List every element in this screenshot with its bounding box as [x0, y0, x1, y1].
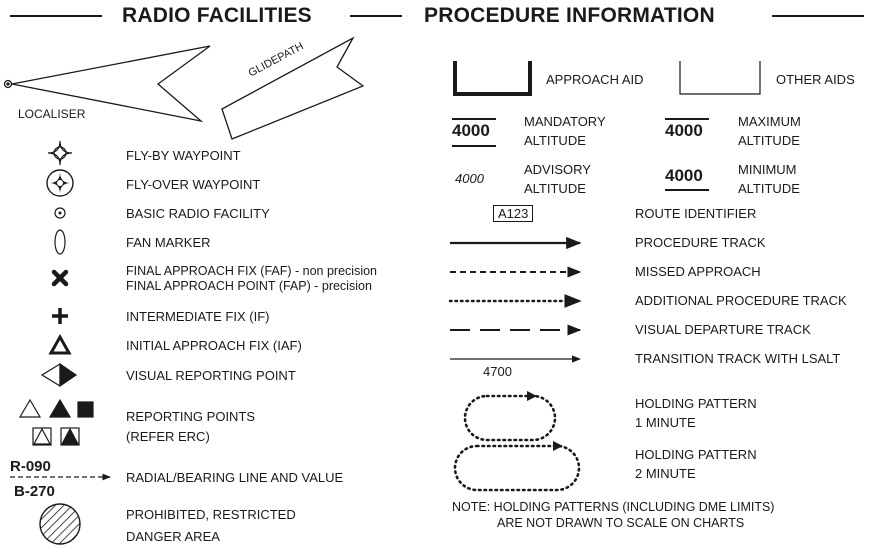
basic-radio-facility-icon — [54, 207, 66, 219]
prohibited-area-icon — [39, 503, 81, 545]
fan-marker-icon — [54, 229, 66, 255]
fan-marker-label: FAN MARKER — [126, 235, 211, 250]
header-radio-facilities: RADIO FACILITIES — [122, 4, 312, 27]
minimum-label-1: MINIMUM — [738, 162, 797, 177]
holding-1min-label: HOLDING PATTERN — [635, 396, 757, 411]
mandatory-bottom-line — [452, 145, 496, 147]
approach-aid-icon — [453, 61, 532, 96]
minimum-label-2: ALTITUDE — [738, 181, 800, 196]
faf-label: FINAL APPROACH FIX (FAF) - non precision — [126, 264, 377, 278]
transition-track-value: 4700 — [483, 364, 512, 379]
holding-pattern-1min-icon — [463, 391, 557, 442]
note-line-1: NOTE: HOLDING PATTERNS (INCLUDING DME LI… — [452, 500, 775, 514]
reporting-points-icon — [18, 398, 94, 446]
fap-label: FINAL APPROACH POINT (FAP) - precision — [126, 279, 372, 293]
route-identifier-box: A123 — [493, 205, 534, 222]
radial-bearing-label: RADIAL/BEARING LINE AND VALUE — [126, 470, 344, 485]
maximum-label-1: MAXIMUM — [738, 114, 801, 129]
visual-departure-label: VISUAL DEPARTURE TRACK — [635, 322, 811, 337]
other-aids-icon — [679, 61, 761, 95]
reporting-points-sublabel: (REFER ERC) — [126, 429, 210, 444]
mandatory-altitude-value: 4000 — [452, 121, 490, 140]
header-procedure-information: PROCEDURE INFORMATION — [424, 4, 715, 27]
glidepath-icon — [221, 36, 365, 140]
approach-aid-label: APPROACH AID — [546, 72, 644, 87]
visual-reporting-point-label: VISUAL REPORTING POINT — [126, 368, 296, 383]
missed-approach-label: MISSED APPROACH — [635, 264, 761, 279]
other-aids-label: OTHER AIDS — [776, 72, 855, 87]
note-line-2: ARE NOT DRAWN TO SCALE ON CHARTS — [497, 516, 745, 530]
fly-by-waypoint-label: FLY-BY WAYPOINT — [126, 148, 241, 163]
localiser-icon — [3, 45, 211, 123]
advisory-altitude-value: 4000 — [455, 171, 484, 186]
procedure-track-label: PROCEDURE TRACK — [635, 235, 766, 250]
radial-value: R-090 — [10, 458, 51, 475]
basic-radio-facility-label: BASIC RADIO FACILITY — [126, 206, 270, 221]
fly-by-waypoint-icon — [47, 140, 73, 166]
header-rule-middle — [350, 15, 402, 17]
reporting-points-label: REPORTING POINTS — [126, 409, 256, 424]
minimum-altitude-value: 4000 — [665, 166, 703, 185]
initial-approach-fix-icon — [48, 333, 72, 355]
mandatory-top-line — [452, 118, 496, 120]
localiser-label: LOCALISER — [18, 107, 86, 121]
prohibited-label: PROHIBITED, RESTRICTED — [126, 507, 296, 522]
initial-approach-fix-label: INITIAL APPROACH FIX (IAF) — [126, 338, 302, 353]
maximum-label-2: ALTITUDE — [738, 133, 800, 148]
additional-track-label: ADDITIONAL PROCEDURE TRACK — [635, 293, 847, 308]
maximum-altitude-value: 4000 — [665, 121, 703, 140]
mandatory-label-2: ALTITUDE — [524, 133, 586, 148]
intermediate-fix-label: INTERMEDIATE FIX (IF) — [126, 309, 270, 324]
holding-2min-label: HOLDING PATTERN — [635, 447, 757, 462]
header-rule-left — [10, 15, 102, 17]
intermediate-fix-icon — [52, 308, 68, 324]
header-rule-right — [772, 15, 864, 17]
fly-over-waypoint-icon — [46, 169, 74, 197]
holding-pattern-2min-icon — [453, 441, 581, 492]
advisory-label-2: ALTITUDE — [524, 181, 586, 196]
final-approach-fix-icon — [51, 269, 69, 287]
danger-area-label: DANGER AREA — [126, 529, 220, 544]
route-identifier-label: ROUTE IDENTIFIER — [635, 206, 757, 221]
maximum-top-line — [665, 118, 709, 120]
holding-1min-sublabel: 1 MINUTE — [635, 415, 696, 430]
transition-track-label: TRANSITION TRACK WITH LSALT — [635, 351, 841, 366]
holding-2min-sublabel: 2 MINUTE — [635, 466, 696, 481]
advisory-label-1: ADVISORY — [524, 162, 591, 177]
mandatory-label-1: MANDATORY — [524, 114, 606, 129]
bearing-value: B-270 — [14, 483, 55, 500]
minimum-bottom-line — [665, 189, 709, 191]
visual-reporting-point-icon — [40, 362, 78, 388]
fly-over-waypoint-label: FLY-OVER WAYPOINT — [126, 177, 261, 192]
